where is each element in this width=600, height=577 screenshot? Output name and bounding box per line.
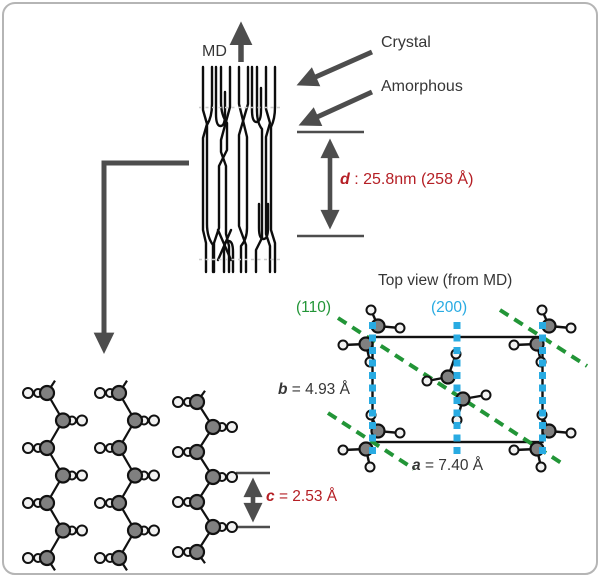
c-spacing-dimension — [236, 471, 270, 529]
plane-110-text: (110) — [296, 299, 332, 316]
c-value: = 2.53 Å — [278, 488, 338, 505]
d-value: : 25.8nm (258 Å) — [354, 171, 474, 188]
fibril-structure-drawing — [201, 65, 277, 274]
ch2-group — [365, 304, 406, 334]
plane-200-label: (200) — [431, 299, 467, 316]
md-label: MD — [202, 43, 227, 61]
zigzag-chain — [172, 390, 238, 564]
crystal-label: Crystal — [381, 34, 431, 52]
crystal-pointer-arrow-icon — [296, 49, 374, 87]
c-axis-label: c = 2.53 Å — [266, 488, 337, 505]
ch2-group — [337, 441, 376, 473]
c-symbol: c — [266, 488, 275, 505]
d-symbol: d — [340, 171, 350, 188]
amorphous-pointer-arrow-icon — [298, 89, 374, 127]
top-view-title: Top view (from MD) — [378, 272, 512, 289]
zoom-elbow-arrow-icon — [93, 160, 189, 354]
b-symbol: b — [278, 381, 288, 398]
crystal-label-text: Crystal — [381, 34, 431, 51]
zigzag-chain — [22, 380, 88, 571]
a-value: = 7.40 Å — [424, 457, 484, 474]
a-symbol: a — [412, 457, 421, 474]
plane-200-text: (200) — [431, 299, 468, 316]
zigzag-chain — [94, 380, 160, 571]
d-spacing-dimension — [297, 130, 364, 238]
unit-cell-drawing — [326, 304, 589, 473]
ch2-group — [451, 389, 492, 426]
amorphous-label-text: Amorphous — [381, 78, 463, 95]
lamella-boundary-dashes — [199, 106, 283, 261]
top-view-title-text: Top view (from MD) — [378, 272, 513, 289]
polymer-chains-drawing — [22, 380, 238, 571]
a-axis-label: a = 7.40 Å — [412, 457, 483, 474]
d-spacing-label: d : 25.8nm (258 Å) — [340, 171, 473, 189]
b-value: = 4.93 Å — [291, 381, 350, 398]
amorphous-label: Amorphous — [381, 78, 463, 96]
ch2-group — [508, 441, 547, 473]
plane-110-label: (110) — [296, 299, 331, 316]
ch2-group — [421, 348, 462, 387]
md-label-text: MD — [202, 43, 227, 60]
plane-200-dashed-lines — [369, 322, 546, 457]
b-axis-label: b = 4.93 Å — [278, 381, 350, 398]
